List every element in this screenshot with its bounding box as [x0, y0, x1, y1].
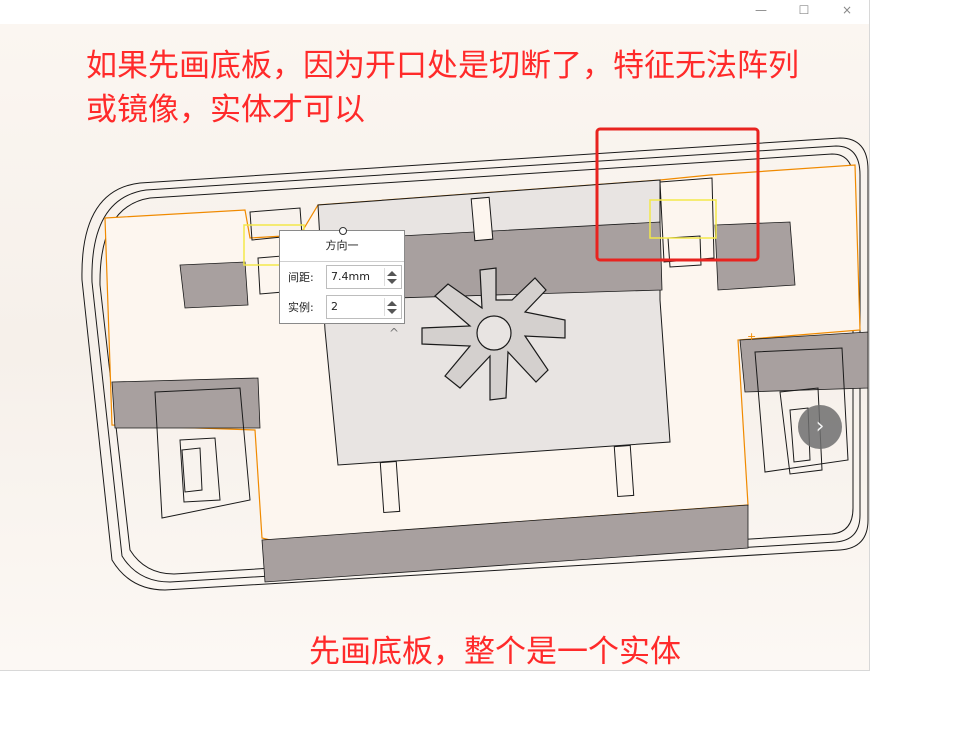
- spacing-row: 间距: 7.4mm: [280, 265, 404, 291]
- count-value[interactable]: 2: [331, 300, 338, 313]
- count-row: 实例: 2: [280, 295, 404, 321]
- chevron-right-icon: ›: [815, 414, 825, 439]
- clip-right: [754, 347, 849, 475]
- count-input[interactable]: 2: [326, 295, 402, 319]
- pocket-wall-right: [739, 331, 869, 393]
- drag-handle-icon[interactable]: [339, 227, 347, 235]
- stepper-up-icon[interactable]: [387, 301, 397, 306]
- pattern-direction-popup: 方向一 间距: 7.4mm 实例: 2: [279, 227, 405, 324]
- spacing-value[interactable]: 7.4mm: [331, 270, 370, 283]
- annotation-top-line-1: 如果先画底板，因为开口处是切断了，特征无法阵列: [86, 48, 799, 84]
- count-stepper[interactable]: [384, 298, 399, 316]
- next-button[interactable]: ›: [798, 405, 842, 449]
- annotation-top-line-2: 或镜像，实体才可以: [86, 92, 365, 128]
- count-label: 实例:: [288, 301, 314, 314]
- annotation-bottom: 先画底板，整个是一个实体: [309, 634, 681, 670]
- enclosure-outline-outer: [81, 137, 869, 591]
- fan-cutout: [421, 267, 566, 401]
- spacing-stepper[interactable]: [384, 268, 399, 286]
- stepper-up-icon[interactable]: [387, 271, 397, 276]
- tab-top: [470, 196, 494, 242]
- pattern-preview-right: [649, 199, 717, 239]
- highlight-box: [595, 127, 760, 262]
- tab-bottom-left: [379, 460, 401, 514]
- close-icon[interactable]: ×: [841, 3, 853, 17]
- enclosure-outline-middle: [91, 145, 861, 583]
- tab-bottom-right: [613, 444, 635, 498]
- spacing-input[interactable]: 7.4mm: [326, 265, 402, 289]
- origin-marker: +: [747, 330, 756, 343]
- spacing-label: 间距:: [288, 271, 314, 284]
- clip-top-right: [659, 177, 715, 268]
- stepper-down-icon[interactable]: [387, 279, 397, 284]
- slot-wall-left: [179, 261, 249, 309]
- base-front-wall: [261, 504, 749, 583]
- maximize-icon[interactable]: ☐: [798, 3, 810, 17]
- clip-left: [154, 387, 251, 519]
- cad-window: — ☐ ×: [0, 0, 870, 671]
- stepper-down-icon[interactable]: [387, 309, 397, 314]
- collapse-chevron-icon[interactable]: ^: [388, 326, 400, 340]
- popup-title: 方向一: [280, 231, 404, 262]
- pocket-wall-left: [111, 377, 261, 429]
- slot-wall-right: [714, 221, 796, 291]
- minimize-icon[interactable]: —: [755, 3, 767, 17]
